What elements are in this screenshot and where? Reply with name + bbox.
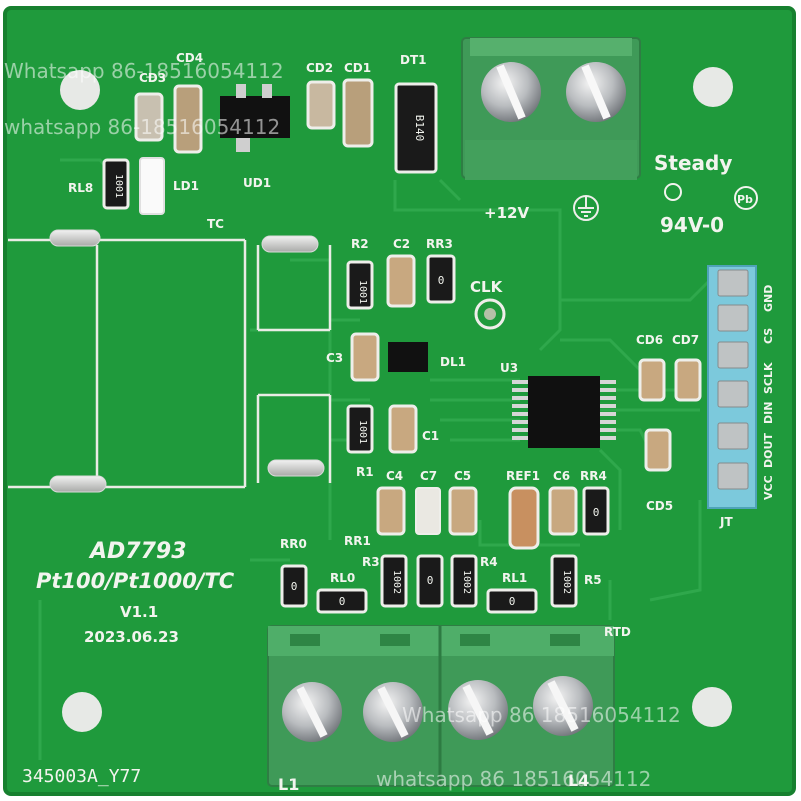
tc-pads xyxy=(49,229,325,493)
mounting-holes xyxy=(60,67,733,732)
header-pin-labels: VCC DOUT DIN SCLK CS GND xyxy=(762,285,775,500)
board-title: AD7793 xyxy=(88,539,187,564)
label-r5: R5 xyxy=(584,573,602,587)
label-ud1: UD1 xyxy=(243,176,271,190)
rtd-terminal-block xyxy=(267,625,615,787)
mark-r5: 1002 xyxy=(561,570,572,594)
label-l4: L4 xyxy=(568,771,589,790)
label-r4: R4 xyxy=(480,555,498,569)
label-r2: R2 xyxy=(351,237,369,251)
label-cd4: CD4 xyxy=(176,51,203,65)
label-cd2: CD2 xyxy=(306,61,333,75)
mark-rl0: 0 xyxy=(339,595,346,608)
label-dt1: DT1 xyxy=(400,53,427,67)
mark-rr4: 0 xyxy=(593,506,600,519)
label-cd1: CD1 xyxy=(344,61,371,75)
label-rtd: RTD xyxy=(604,625,631,639)
watermark-2: whatsapp 86-18516054112 xyxy=(4,115,280,139)
mark-r3-mid: 0 xyxy=(427,574,434,587)
pin-label-din: DIN xyxy=(762,402,775,424)
label-ref1: REF1 xyxy=(506,469,540,483)
label-ld1: LD1 xyxy=(173,179,199,193)
label-cd3: CD3 xyxy=(139,71,166,85)
label-rl1: RL1 xyxy=(502,571,527,585)
pin-label-cs: CS xyxy=(762,328,775,344)
watermarks: Whatsapp 86-18516054112 whatsapp 86-1851… xyxy=(4,59,681,791)
label-c4: C4 xyxy=(386,469,403,483)
mark-r1: 1001 xyxy=(357,420,368,444)
watermark-1: Whatsapp 86-18516054112 xyxy=(4,59,284,83)
pb-free-icon xyxy=(734,186,758,210)
mark-rl8: 1001 xyxy=(113,174,124,198)
label-c3: C3 xyxy=(326,351,343,365)
label-c6: C6 xyxy=(553,469,570,483)
mark-rr0: 0 xyxy=(291,580,298,593)
watermark-3: Whatsapp 86 18516054112 xyxy=(402,703,681,727)
board-date: 2023.06.23 xyxy=(84,628,179,646)
label-l1: L1 xyxy=(278,775,299,794)
watermark-4: whatsapp 86 18516054112 xyxy=(376,767,651,791)
mark-r3: 1002 xyxy=(391,570,402,594)
power-terminal-block xyxy=(461,37,641,180)
label-supply: +12V xyxy=(484,204,529,222)
mark-r2: 1001 xyxy=(357,280,368,304)
mark-r4: 1002 xyxy=(461,570,472,594)
pin-header-jt xyxy=(707,265,757,509)
label-rl8: RL8 xyxy=(68,181,93,195)
board-version: V1.1 xyxy=(120,603,158,621)
label-jt: JT xyxy=(719,515,733,529)
label-rr0: RR0 xyxy=(280,537,307,551)
mark-rl1: 0 xyxy=(509,595,516,608)
label-cd5: CD5 xyxy=(646,499,673,513)
certification-marks: Steady Pb 94V-0 xyxy=(654,151,758,237)
label-c5: C5 xyxy=(454,469,471,483)
label-tc: TC xyxy=(207,217,224,231)
designator-labels: CD4 CD3 CD2 CD1 DT1 RL8 LD1 UD1 TC R2 C2… xyxy=(68,51,733,639)
board-subtitle: Pt100/Pt1000/TC xyxy=(36,569,235,593)
label-dl1: DL1 xyxy=(440,355,466,369)
label-r1: R1 xyxy=(356,465,374,479)
label-cd6: CD6 xyxy=(636,333,663,347)
label-rr1: RR1 xyxy=(344,534,371,548)
label-c7: C7 xyxy=(420,469,437,483)
board-serial: 345003A_Y77 xyxy=(22,766,141,787)
pin-label-vcc: VCC xyxy=(762,475,775,500)
rating-94v0: 94V-0 xyxy=(660,213,724,237)
pin-label-dout: DOUT xyxy=(762,433,775,468)
pin-label-gnd: GND xyxy=(762,285,775,312)
ur-mark-icon xyxy=(664,183,682,201)
label-c1: C1 xyxy=(422,429,439,443)
label-cd7: CD7 xyxy=(672,333,699,347)
label-rr3: RR3 xyxy=(426,237,453,251)
pb-mark: Pb xyxy=(737,193,753,206)
label-r3: R3 xyxy=(362,555,380,569)
smd-components xyxy=(102,78,702,614)
mark-rr3: 0 xyxy=(438,274,445,287)
board-title-block: AD7793 Pt100/Pt1000/TC V1.1 2023.06.23 3… xyxy=(22,539,589,794)
brand-steady: Steady xyxy=(654,151,732,175)
label-rl0: RL0 xyxy=(330,571,355,585)
tc-footprint xyxy=(8,238,332,489)
label-u3: U3 xyxy=(500,361,518,375)
label-clk: CLK xyxy=(470,278,504,296)
label-c2: C2 xyxy=(393,237,410,251)
mark-dt1: B140 xyxy=(413,115,426,142)
pin-label-sclk: SCLK xyxy=(762,362,775,394)
label-rr4: RR4 xyxy=(580,469,607,483)
